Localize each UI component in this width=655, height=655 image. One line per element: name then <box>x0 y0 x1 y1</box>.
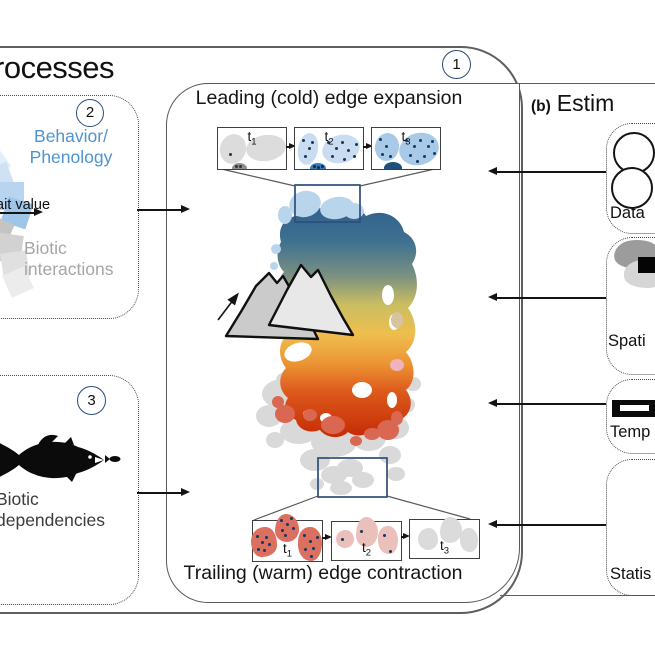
section-a-title: rocesses <box>0 50 115 85</box>
badge-3: 3 <box>77 386 106 415</box>
statistical-panel <box>606 459 655 596</box>
arrow-dependency-to-central <box>137 492 182 494</box>
badge-1: 1 <box>442 50 471 79</box>
data-types-panel <box>606 123 655 234</box>
temporal-panel-label: Temp <box>610 423 651 441</box>
trailing-edge-title: Trailing (warm) edge contraction <box>183 562 463 584</box>
biotic-dependencies-label: Biotic dependencies <box>0 489 105 531</box>
statistical-panel-label: Statis <box>610 565 652 583</box>
timestep-box-top-1: t1 <box>217 127 287 170</box>
section-b-title: Estim <box>556 90 615 116</box>
arrowhead-data-icon <box>488 167 497 175</box>
tuna-fish-icon <box>0 434 121 482</box>
trait-axis-label: ait value <box>0 197 51 213</box>
behavior-title: Behavior/ Phenology <box>26 126 116 167</box>
occurrence-dots <box>253 521 256 524</box>
arrowhead-behavior-icon <box>181 205 190 213</box>
timeline-bar-icon <box>612 400 655 417</box>
behavior-panel <box>0 95 139 319</box>
biotic-interactions-label: Biotic interactions <box>24 238 114 280</box>
arrow-t2-t3-bottom-icon <box>403 533 410 539</box>
arrow-temporal-to-central <box>497 403 606 405</box>
badge-2: 2 <box>76 99 104 127</box>
arrowhead-dependency-icon <box>181 488 190 496</box>
arrow-t1-t2-bottom-icon <box>325 534 332 540</box>
map-icon <box>612 237 655 296</box>
timestep-box-top-3: t3 <box>371 127 441 170</box>
processes-container <box>0 46 523 614</box>
temporal-scale-panel <box>606 379 655 454</box>
arrow-t2-t3-top-icon <box>366 143 373 149</box>
dependency-panel <box>0 375 139 605</box>
behavior-title-line2: Phenology <box>29 146 113 167</box>
timestep-box-bottom-1: t1 <box>251 514 323 562</box>
spatial-scale-panel <box>606 237 655 375</box>
estimation-container <box>500 83 655 596</box>
section-b-header: (b) Estim <box>531 90 614 117</box>
arrow-data-to-central <box>497 171 606 173</box>
spatial-panel-label: Spati <box>608 332 646 350</box>
arrow-t1-t2-top-icon <box>289 143 296 149</box>
arrow-spatial-to-central <box>497 297 606 299</box>
section-b-label: (b) <box>531 98 551 115</box>
arrow-statistical-to-central <box>497 524 606 526</box>
trait-axis-line <box>0 212 34 214</box>
arrowhead-temporal-icon <box>488 399 497 407</box>
trait-axis-arrowhead-icon <box>34 208 43 216</box>
leading-edge-title: Leading (cold) edge expansion <box>195 87 463 109</box>
data-panel-label: Data <box>610 204 645 222</box>
timestep-box-bottom-3: t3 <box>409 517 480 559</box>
timestep-box-bottom-2: t2 <box>331 517 402 561</box>
arrowhead-spatial-icon <box>488 293 497 301</box>
arrow-behavior-to-central <box>137 209 182 211</box>
data-circle-icon <box>611 167 653 209</box>
timestep-box-top-2: t2 <box>294 127 364 170</box>
arrowhead-statistical-icon <box>488 520 497 528</box>
behavior-title-line1: Behavior/ <box>34 126 108 146</box>
occurrence-dots <box>332 522 335 525</box>
